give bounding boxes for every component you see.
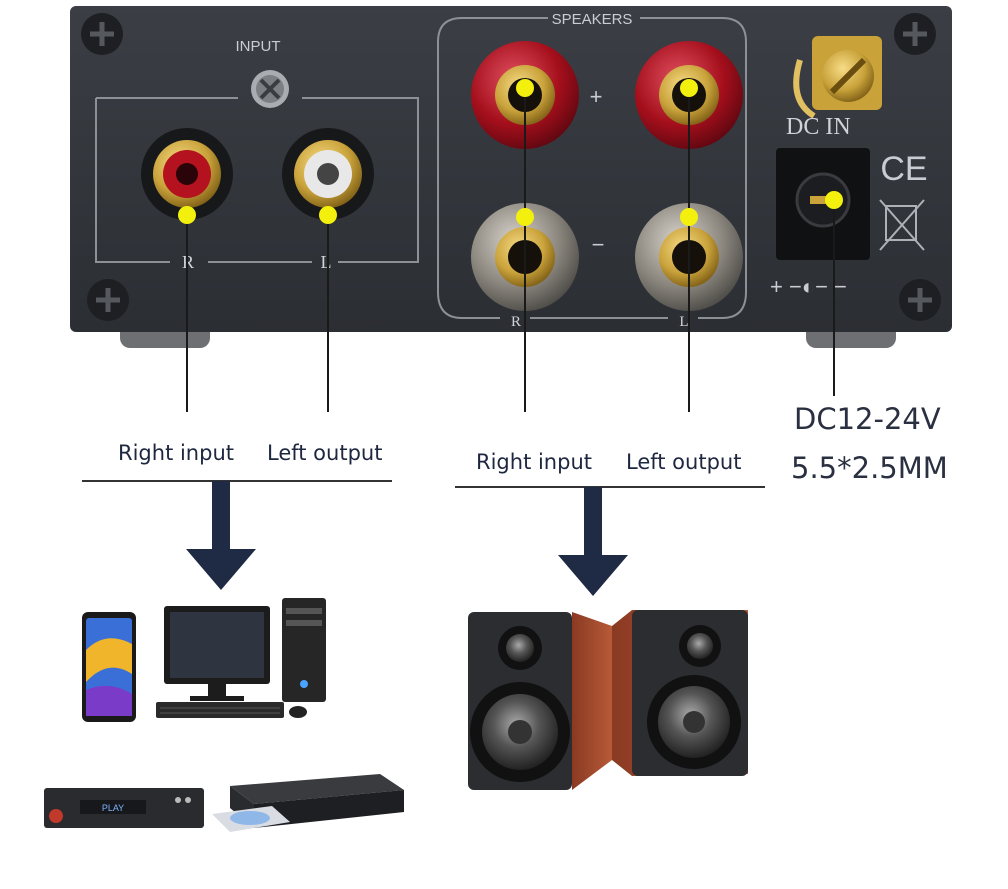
rca-jack-right (141, 128, 233, 220)
input-right-annotation: Right input (118, 441, 234, 465)
arrow-down-icon (558, 487, 628, 596)
weee-bin-icon (879, 199, 925, 251)
desktop-computer-icon (156, 598, 326, 718)
antenna-connector-icon (793, 36, 882, 119)
dc-plug-size-annotation: 5.5*2.5MM (791, 451, 948, 485)
rca-jack-left (282, 128, 374, 220)
speaker-left-cabinet (468, 612, 612, 790)
amplifier-back-panel: INPUT R L SPEAKERS + − (70, 6, 952, 348)
ground-screw-icon (251, 70, 289, 108)
minus-sign: − (592, 232, 605, 257)
speaker-left-annotation: Left output (626, 450, 742, 474)
arrow-down-icon (186, 481, 256, 590)
marker-dot (680, 79, 698, 97)
screw-icon (894, 13, 936, 55)
marker-dot (680, 208, 698, 226)
speaker-left-label: L (679, 314, 688, 330)
ce-mark: CE (880, 150, 927, 188)
input-section-label: INPUT (236, 38, 281, 55)
marker-dot (516, 79, 534, 97)
connection-lines (178, 79, 843, 412)
marker-dot (825, 191, 843, 209)
source-devices-illustration: PLAY (44, 598, 404, 832)
smartphone-icon (82, 612, 136, 722)
speaker-right-annotation: Right input (476, 450, 592, 474)
marker-dot (319, 206, 337, 224)
player-display: PLAY (102, 803, 124, 813)
bookshelf-speakers-illustration (468, 610, 748, 790)
blu-ray-player-icon (212, 774, 404, 832)
screw-icon (899, 279, 941, 321)
marker-dot (178, 206, 196, 224)
speaker-right-label: R (511, 314, 521, 330)
speakers-section-label: SPEAKERS (552, 11, 633, 28)
speaker-right-cabinet (612, 610, 748, 776)
dc-in-label: DC IN (786, 114, 851, 140)
input-left-annotation: Left output (267, 441, 383, 465)
av-receiver-icon: PLAY (44, 788, 204, 828)
screw-icon (87, 279, 129, 321)
polarity-label: + −◐− − (770, 274, 847, 299)
dc-power-jack (776, 148, 870, 260)
dc-voltage-annotation: DC12-24V (794, 402, 941, 436)
rca-left-label: L (321, 252, 332, 272)
input-outline (95, 97, 419, 263)
screw-icon (81, 13, 123, 55)
speakers-outline (437, 17, 747, 319)
plus-sign: + (590, 84, 603, 109)
marker-dot (516, 208, 534, 226)
